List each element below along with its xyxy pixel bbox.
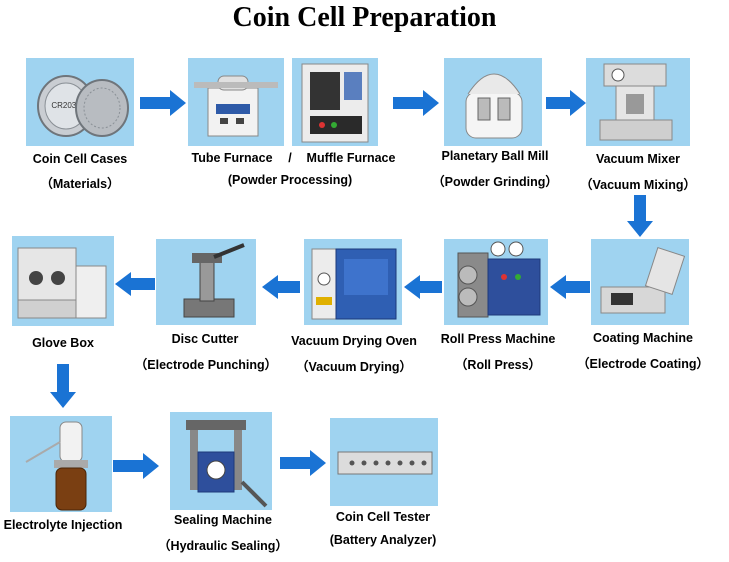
- coin-cell-cases-image: CR2032: [26, 58, 134, 146]
- flow-arrow-left: [262, 275, 300, 299]
- flow-arrow-left: [550, 275, 590, 299]
- disc-cutter-image: [156, 239, 256, 325]
- tube-furnace-image: [188, 58, 284, 146]
- vacuum-drying-oven-label: Vacuum Drying Oven: [291, 334, 417, 348]
- electrode-punching-sublabel: （Electrode Punching）: [134, 358, 278, 372]
- glove-box-label: Glove Box: [32, 336, 94, 350]
- glove-box-image: [12, 236, 114, 326]
- flow-arrow-right: [280, 450, 326, 476]
- roll-press-sublabel: （Roll Press）: [454, 358, 542, 372]
- sealing-machine-image: [170, 412, 272, 510]
- planetary-ball-mill-label: Planetary Ball Mill: [441, 149, 549, 163]
- flow-arrow-right: [113, 453, 159, 479]
- vacuum-mixing-sublabel: （Vacuum Mixing）: [580, 178, 696, 192]
- coating-machine-image: [591, 239, 689, 325]
- electrolyte-injection-image: [10, 416, 112, 512]
- svg-text:CR2032: CR2032: [51, 101, 81, 110]
- flow-arrow-right: [546, 90, 586, 116]
- muffle-furnace-label: Muffle Furnace: [306, 151, 396, 165]
- battery-analyzer-sublabel: (Battery Analyzer): [329, 533, 437, 547]
- flow-arrow-right: [140, 90, 186, 116]
- electrolyte-injection-label: Electrolyte Injection: [3, 518, 123, 532]
- vacuum-mixer-image: [586, 58, 690, 146]
- electrode-coating-sublabel: （Electrode Coating）: [577, 357, 709, 371]
- coating-machine-label: Coating Machine: [592, 331, 693, 345]
- flow-arrow-right: [393, 90, 439, 116]
- flow-arrow-down: [50, 364, 76, 408]
- muffle-furnace-image: [292, 58, 378, 146]
- materials-sublabel: （Materials）: [40, 177, 120, 191]
- planetary-ball-mill-image: [444, 58, 542, 146]
- roll-press-image: [444, 239, 548, 325]
- hydraulic-sealing-sublabel: （Hydraulic Sealing）: [158, 539, 288, 553]
- tube-furnace-label: Tube Furnace: [191, 151, 273, 165]
- flow-arrow-left: [115, 272, 155, 296]
- disc-cutter-label: Disc Cutter: [171, 332, 239, 346]
- vacuum-drying-sublabel: （Vacuum Drying）: [296, 360, 412, 374]
- roll-press-label: Roll Press Machine: [440, 332, 556, 346]
- coin-cell-tester-image: [330, 418, 438, 506]
- vacuum-mixer-label: Vacuum Mixer: [595, 152, 681, 166]
- page-title: Coin Cell Preparation: [232, 2, 497, 33]
- flow-arrow-down: [627, 195, 653, 237]
- vacuum-drying-oven-image: [304, 239, 402, 325]
- powder-processing-sublabel: (Powder Processing): [227, 173, 353, 187]
- coin-cell-cases-label: Coin Cell Cases: [32, 152, 128, 166]
- sealing-machine-label: Sealing Machine: [174, 513, 272, 527]
- flow-arrow-left: [404, 275, 442, 299]
- furnace-separator: /: [288, 151, 292, 165]
- powder-grinding-sublabel: （Powder Grinding）: [432, 175, 558, 189]
- coin-cell-tester-label: Coin Cell Tester: [335, 510, 431, 524]
